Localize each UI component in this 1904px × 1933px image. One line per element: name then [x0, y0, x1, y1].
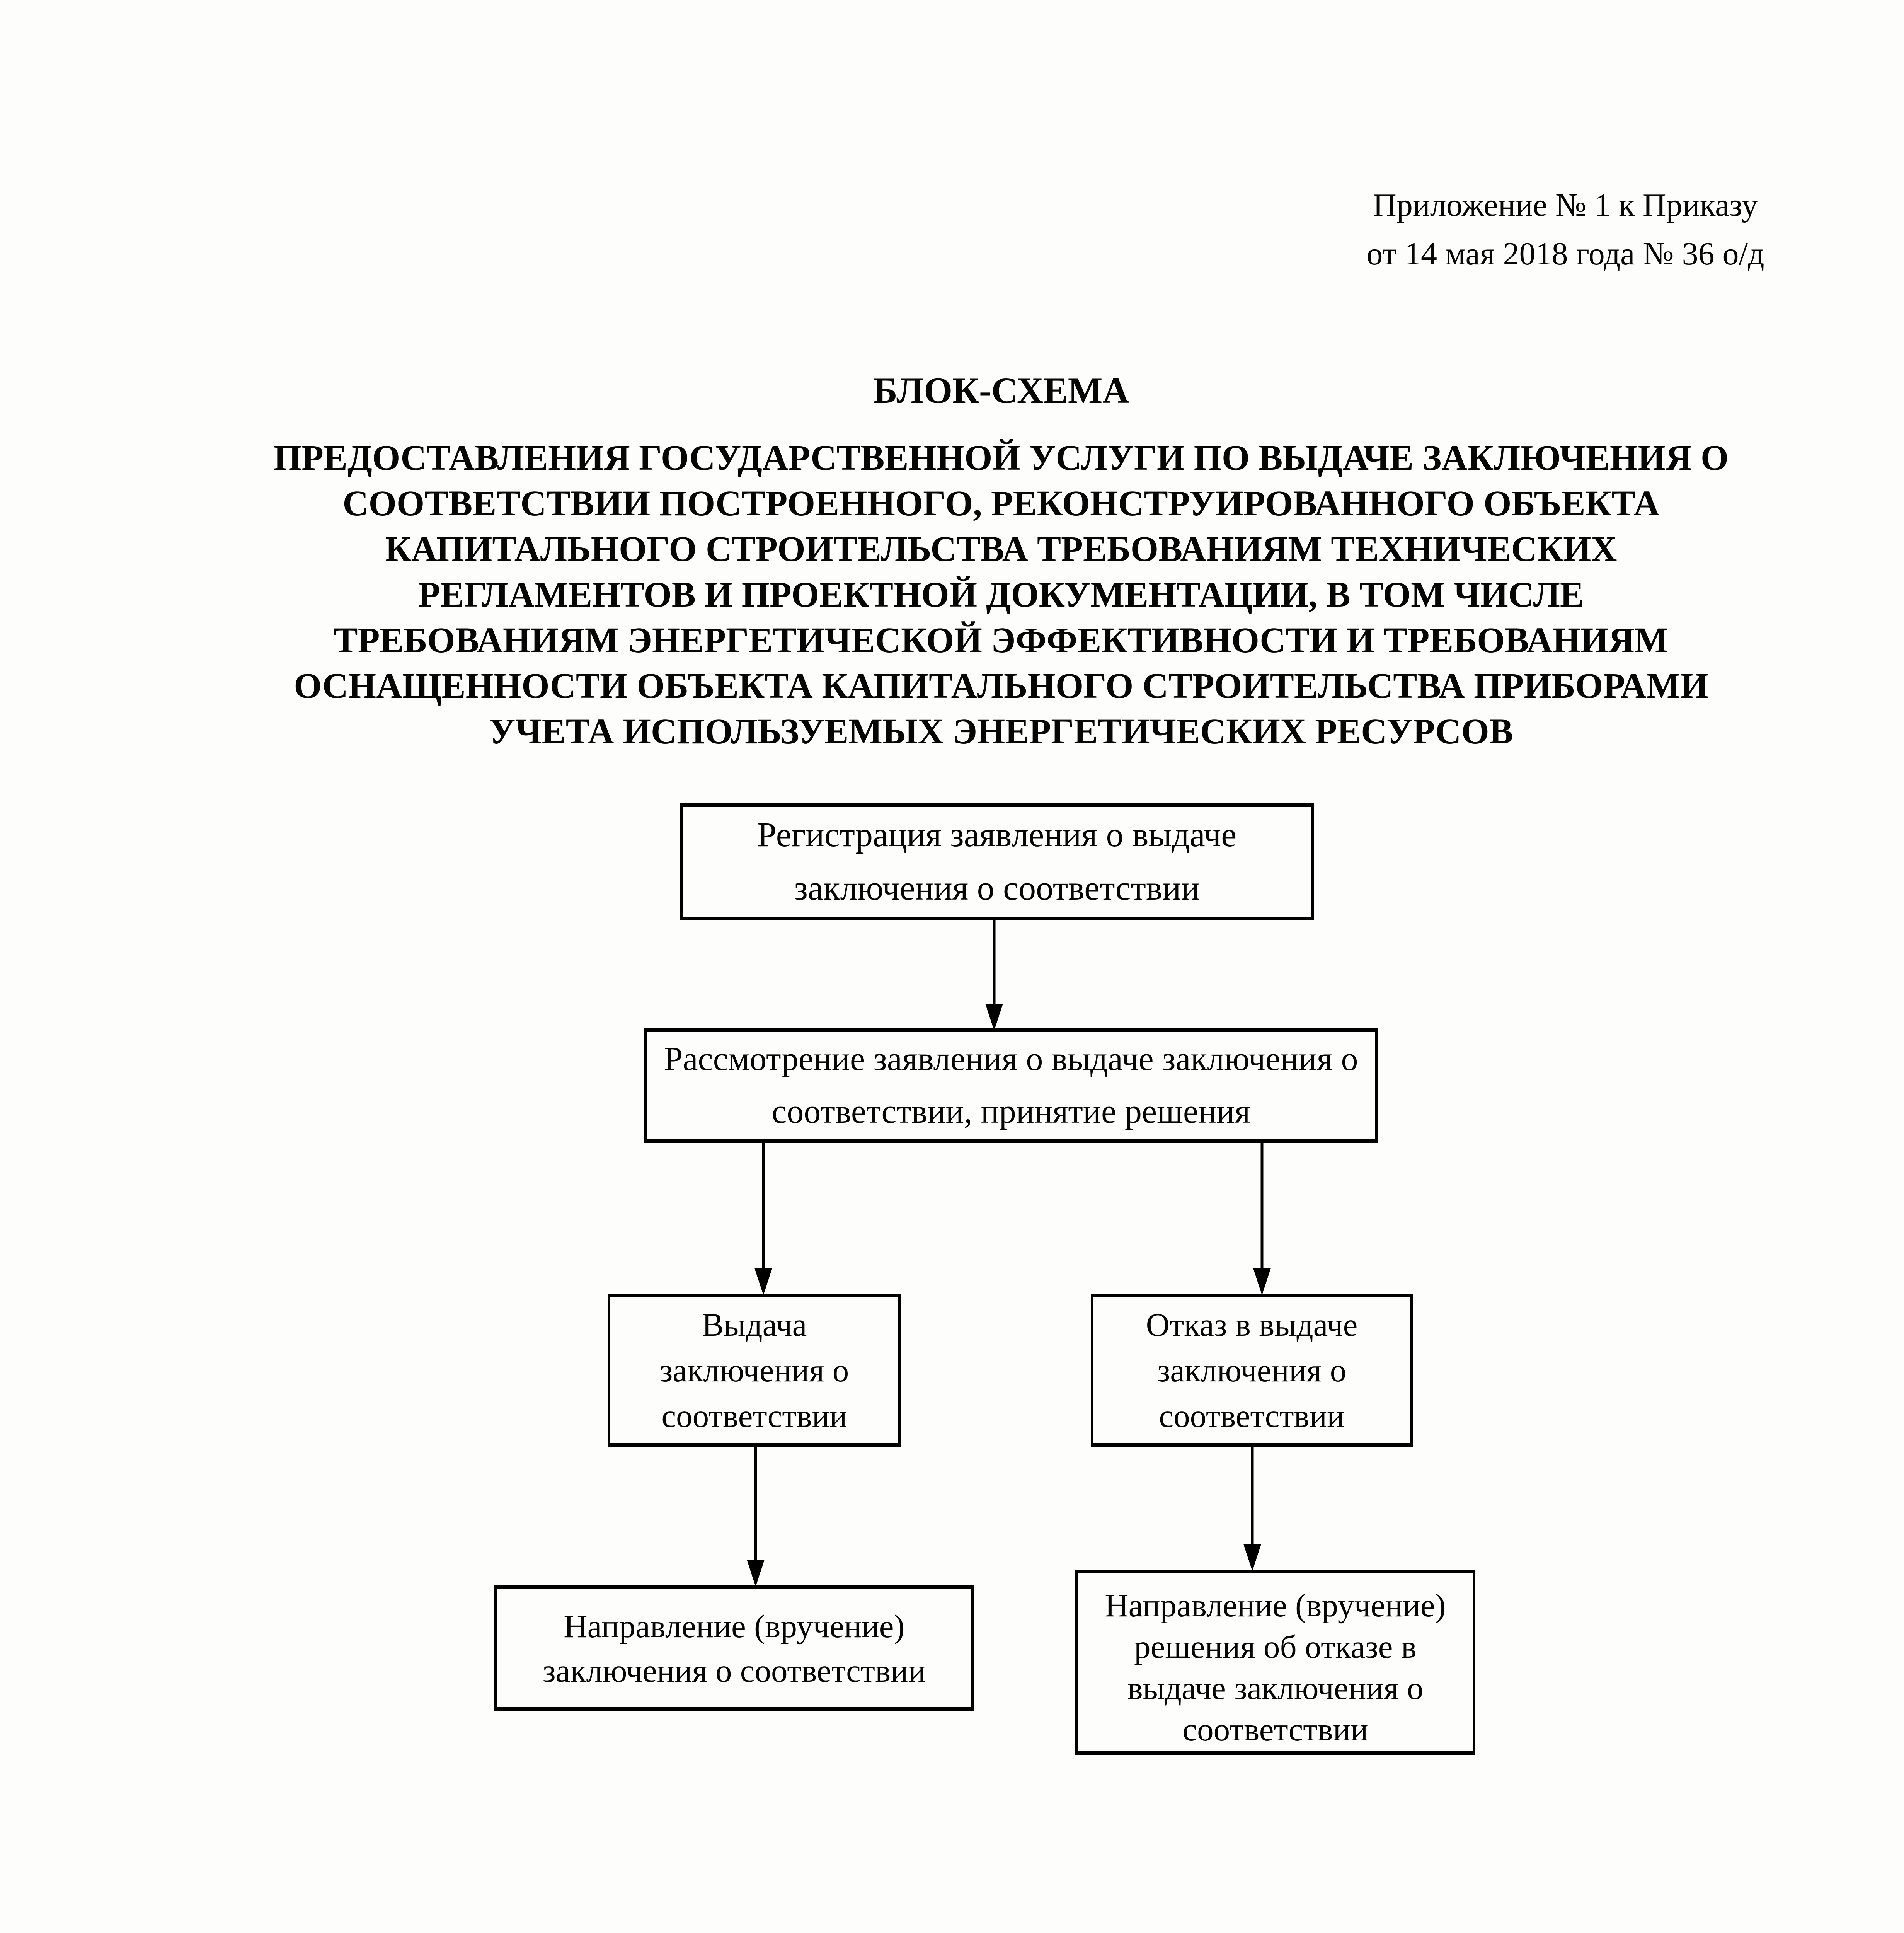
flow-box-delivery-conclusion: Направление (вручение) заключения о соот…: [494, 1585, 974, 1711]
flow-arrow-review-to-issue: [754, 1143, 772, 1295]
flow-box-delivery-conclusion-line: Направление (вручение): [564, 1608, 905, 1645]
flow-box-registration: Регистрация заявления о выдаче заключени…: [680, 803, 1314, 920]
flow-arrow-issue-to-delivery: [747, 1447, 765, 1587]
flow-box-delivery-conclusion-line: заключения о соответствии: [542, 1653, 926, 1689]
subtitle-line: УЧЕТА ИСПОЛЬЗУЕМЫХ ЭНЕРГЕТИЧЕСКИХ РЕСУРС…: [489, 712, 1513, 752]
flow-arrow-review-to-refusal: [1253, 1143, 1271, 1295]
flow-box-refusal: Отказ в выдаче заключения о соответствии: [1091, 1294, 1413, 1447]
subtitle-line: ТРЕБОВАНИЯМ ЭНЕРГЕТИЧЕСКОЙ ЭФФЕКТИВНОСТИ…: [334, 620, 1669, 660]
annex-reference-line-1: Приложение № 1 к Приказу: [1373, 187, 1758, 223]
flow-box-issue-line: заключения о: [659, 1352, 849, 1389]
flow-box-registration-line: заключения о соответствии: [794, 869, 1200, 907]
document-title: БЛОК-СХЕМА: [873, 370, 1129, 411]
annex-reference-line-2: от 14 мая 2018 года № 36 о/д: [1366, 236, 1764, 272]
flow-box-issue-line: Выдача: [702, 1306, 807, 1343]
flow-box-refusal-line: заключения о: [1157, 1352, 1347, 1389]
flow-box-review-line: соответствии, принятие решения: [771, 1093, 1250, 1130]
flow-box-registration-line: Регистрация заявления о выдаче: [757, 816, 1237, 854]
flow-box-refusal-line: Отказ в выдаче: [1146, 1306, 1358, 1343]
flow-box-delivery-refusal: Направление (вручение) решения об отказе…: [1075, 1570, 1475, 1755]
flow-box-delivery-refusal-line: решения об отказе в: [1134, 1629, 1417, 1665]
flow-box-issue: Выдача заключения о соответствии: [608, 1294, 901, 1447]
document-subtitle: ПРЕДОСТАВЛЕНИЯ ГОСУДАРСТВЕННОЙ УСЛУГИ ПО…: [97, 435, 1904, 755]
flow-arrow-refusal-to-delivery: [1243, 1447, 1261, 1571]
subtitle-line: ПРЕДОСТАВЛЕНИЯ ГОСУДАРСТВЕННОЙ УСЛУГИ ПО…: [273, 438, 1729, 478]
annex-reference: Приложение № 1 к Приказу от 14 мая 2018 …: [1314, 181, 1817, 278]
flow-box-issue-line: соответствии: [661, 1398, 847, 1434]
flow-box-delivery-refusal-line: Направление (вручение): [1105, 1587, 1446, 1624]
subtitle-line: КАПИТАЛЬНОГО СТРОИТЕЛЬСТВА ТРЕБОВАНИЯМ Т…: [385, 529, 1617, 569]
flow-box-review-line: Рассмотрение заявления о выдаче заключен…: [664, 1040, 1358, 1078]
subtitle-line: СООТВЕТСТВИИ ПОСТРОЕННОГО, РЕКОНСТРУИРОВ…: [342, 484, 1660, 523]
flow-box-refusal-line: соответствии: [1159, 1398, 1345, 1434]
flow-box-delivery-refusal-line: выдаче заключения о: [1127, 1670, 1424, 1706]
subtitle-line: РЕГЛАМЕНТОВ И ПРОЕКТНОЙ ДОКУМЕНТАЦИИ, В …: [418, 575, 1584, 615]
flow-box-delivery-refusal-line: соответствии: [1182, 1711, 1368, 1748]
subtitle-line: ОСНАЩЕННОСТИ ОБЪЕКТА КАПИТАЛЬНОГО СТРОИТ…: [294, 666, 1708, 706]
flow-box-review: Рассмотрение заявления о выдаче заключен…: [644, 1028, 1378, 1143]
flow-arrow-registration-to-review: [985, 920, 1003, 1031]
